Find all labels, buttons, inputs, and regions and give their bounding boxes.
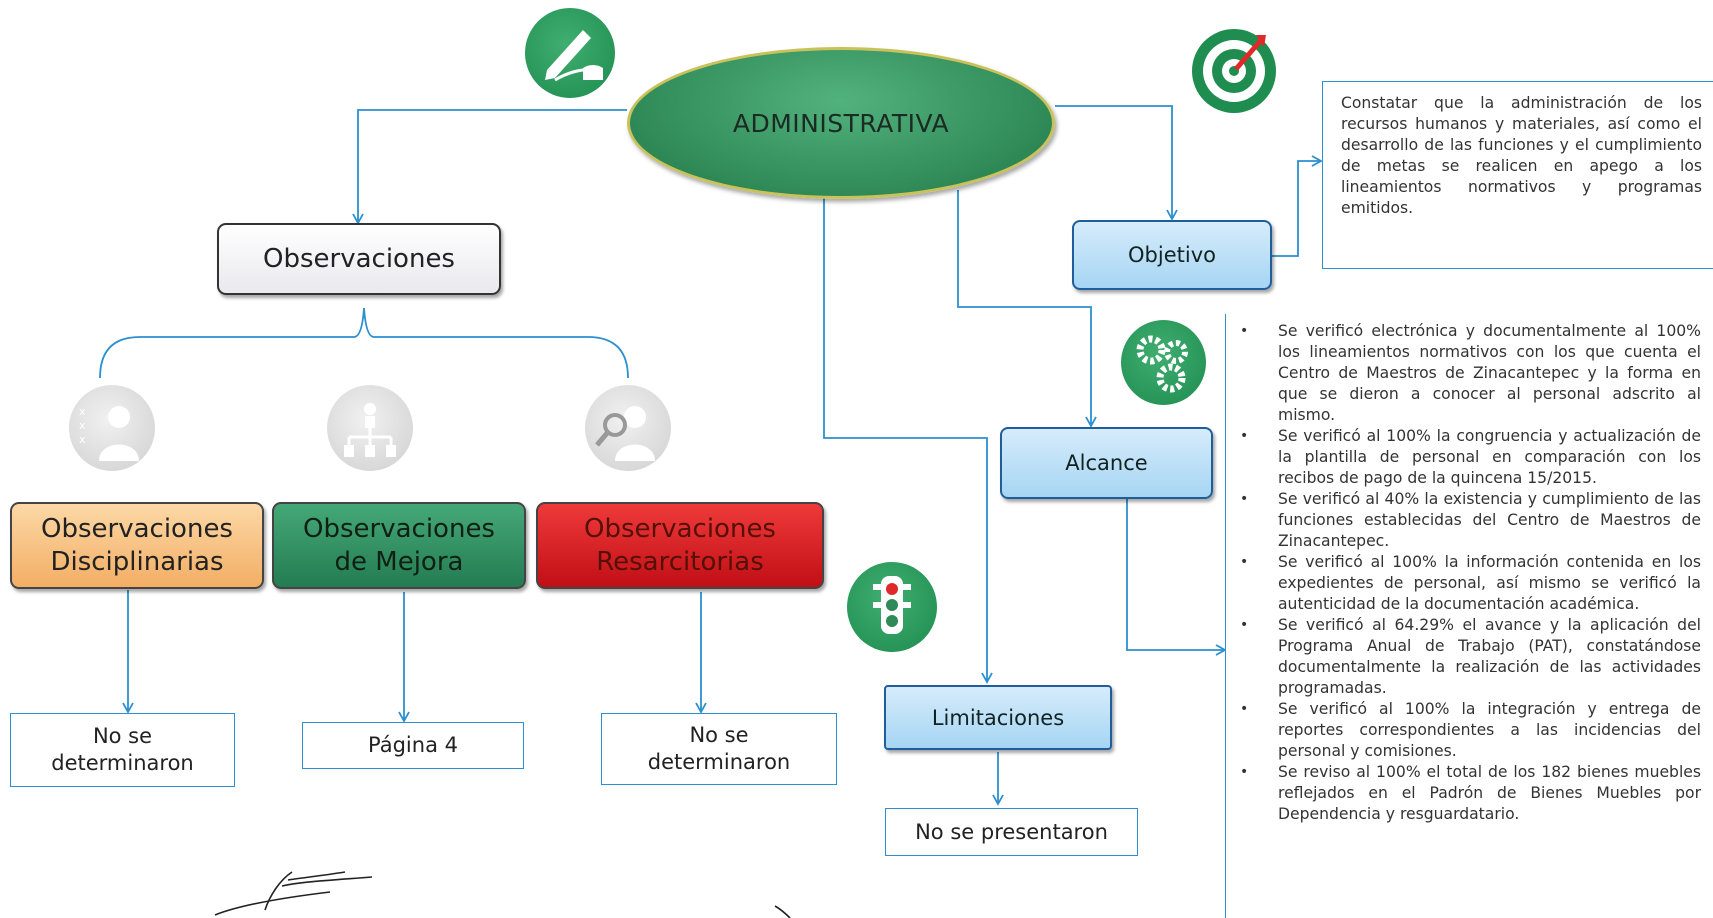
observaciones-disciplinarias-box: Observaciones Disciplinarias (10, 502, 264, 589)
gears-icon (1121, 320, 1206, 405)
target-arrow-icon (1190, 25, 1278, 115)
connector-root-to-objetivo (1055, 105, 1178, 221)
limitaciones-result: No se presentaron (915, 819, 1108, 844)
svg-text:x: x (79, 405, 86, 418)
category-line1: Observaciones (584, 513, 776, 544)
observaciones-label: Observaciones (263, 244, 455, 274)
person-magnifier-icon (585, 385, 671, 471)
brace-observaciones (99, 307, 629, 379)
connector-root-to-observaciones (352, 109, 627, 225)
alcance-item: Se verificó al 100% la congruencia y act… (1240, 426, 1701, 489)
alcance-item: Se verificó al 100% la integración y ent… (1240, 699, 1701, 762)
limitaciones-box: Limitaciones (884, 685, 1112, 750)
result-line: determinaron (51, 751, 194, 775)
result-line: determinaron (647, 750, 791, 774)
alcance-item: Se verificó al 40% la existencia y cumpl… (1240, 489, 1701, 552)
connector-root-to-alcance (957, 190, 1097, 428)
hand-writing-pen-icon (525, 8, 615, 98)
alcance-label: Alcance (1065, 451, 1148, 475)
result-line: Página 4 (368, 733, 458, 757)
alcance-item: Se verificó al 64.29% el avance y la apl… (1240, 615, 1701, 699)
resarcitorias-result-box: No se determinaron (601, 713, 837, 785)
disciplinarias-result-box: No se determinaron (10, 713, 235, 787)
observaciones-resarcitorias-box: Observaciones Resarcitorias (536, 502, 824, 589)
traffic-light-icon (847, 562, 937, 652)
root-node-administrativa: ADMINISTRATIVA (627, 47, 1055, 199)
objetivo-box: Objetivo (1072, 220, 1272, 290)
objetivo-text: Constatar que la administración de los r… (1341, 94, 1702, 217)
result-line: No se (689, 723, 749, 747)
connector-root-to-limitaciones (823, 198, 993, 684)
category-line2: Resarcitorias (596, 546, 764, 577)
svg-text:x: x (79, 419, 86, 432)
org-hierarchy-icon (327, 385, 413, 471)
alcance-item: Se reviso al 100% el total de los 182 bi… (1240, 762, 1701, 825)
svg-text:x: x (79, 433, 86, 446)
alcance-list: Se verificó electrónica y documentalment… (1226, 321, 1701, 825)
limitaciones-label: Limitaciones (931, 705, 1065, 730)
result-line: No se (92, 724, 153, 748)
alcance-item: Se verificó electrónica y documentalment… (1240, 321, 1701, 426)
connector-objetivo-to-text (1272, 155, 1323, 257)
alcance-item: Se verificó al 100% la información conte… (1240, 552, 1701, 615)
category-line1: Observaciones (303, 513, 495, 544)
objetivo-text-box: Constatar que la administración de los r… (1322, 81, 1713, 269)
connector-alcance-to-list (1126, 499, 1227, 656)
root-label: ADMINISTRATIVA (732, 108, 950, 138)
alcance-box: Alcance (1000, 427, 1213, 499)
mejora-result-box: Página 4 (302, 722, 524, 769)
category-line2: de Mejora (334, 546, 464, 577)
observaciones-box: Observaciones (217, 223, 501, 295)
limitaciones-result-box: No se presentaron (885, 808, 1138, 856)
category-line1: Observaciones (41, 513, 233, 544)
objetivo-label: Objetivo (1128, 243, 1216, 267)
person-with-x-marks-icon: x x x (69, 385, 155, 471)
category-line2: Disciplinarias (50, 546, 224, 577)
observaciones-de-mejora-box: Observaciones de Mejora (272, 502, 526, 589)
alcance-list-box: Se verificó electrónica y documentalment… (1225, 314, 1713, 918)
